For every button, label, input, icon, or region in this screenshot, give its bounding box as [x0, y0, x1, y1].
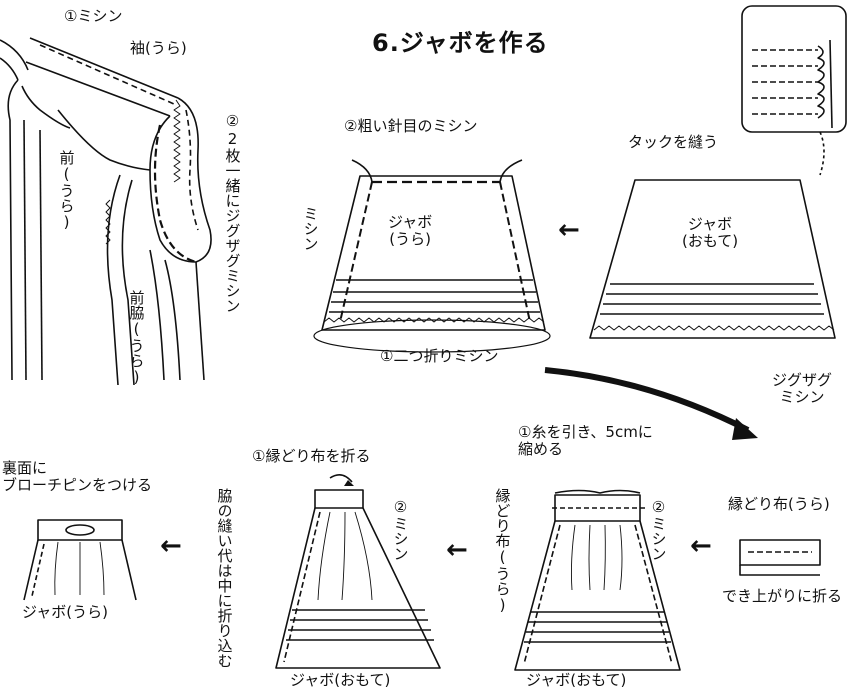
- label-fold-finish: でき上がりに折る: [722, 587, 843, 605]
- binding-strip-figure: [739, 539, 821, 576]
- label-binding-back-vertical: 縁どり布(うら): [493, 488, 512, 614]
- jabot-back-figure: [313, 159, 551, 353]
- label-jabot-back-2: ジャボ(うら): [22, 603, 108, 621]
- label-sewing-2b: ②ミシン: [391, 498, 410, 561]
- label-coarse-stitch: ②粗い針目のミシン: [344, 117, 478, 135]
- label-jabot-front-2: ジャボ(おもて): [526, 671, 627, 689]
- gathered-jabot-figure: [514, 489, 681, 671]
- finished-jabot-figure: [23, 519, 137, 601]
- left-arrow-4: ←: [160, 531, 182, 561]
- label-jabot-front: ジャボ (おもて): [682, 215, 739, 251]
- label-front: 前(うら): [57, 150, 76, 231]
- label-double-fold: ①二つ折りミシン: [380, 347, 499, 365]
- label-sewing: ミシン: [301, 206, 320, 251]
- label-sew-1: ①ミシン: [64, 7, 123, 25]
- label-sewing-2a: ②ミシン: [649, 498, 668, 561]
- folded-binding-jabot-figure: [275, 474, 441, 669]
- left-arrow-1: ←: [558, 215, 580, 245]
- label-fold-binding: ①縁どり布を折る: [252, 447, 371, 465]
- label-tuck: タックを縫う: [628, 133, 719, 151]
- label-sleeve: 袖(うら): [130, 39, 187, 57]
- label-binding-back: 縁どり布(うら): [728, 495, 830, 513]
- label-side-front: 前脇(うら): [127, 290, 146, 386]
- bodice-figure: [0, 37, 212, 386]
- label-jabot-front-3: ジャボ(おもて): [290, 671, 391, 689]
- left-arrow-2: ←: [690, 531, 712, 561]
- label-tuck-in: 脇の縫い代は中に折り込む: [215, 488, 234, 668]
- jabot-front-figure: [589, 5, 847, 339]
- label-zigzag: ジグザグ ミシン: [772, 371, 833, 407]
- label-pull-thread: ①糸を引き、5cmに 縮める: [518, 423, 653, 459]
- label-brooch: 裏面に ブローチピンをつける: [2, 459, 153, 495]
- left-arrow-3: ←: [446, 535, 468, 565]
- label-jabot-back: ジャボ (うら): [388, 213, 433, 249]
- diagram-title: 6.ジャボを作る: [372, 29, 549, 57]
- label-zigzag-step: ②2枚一緒にジグザグミシン: [223, 112, 242, 313]
